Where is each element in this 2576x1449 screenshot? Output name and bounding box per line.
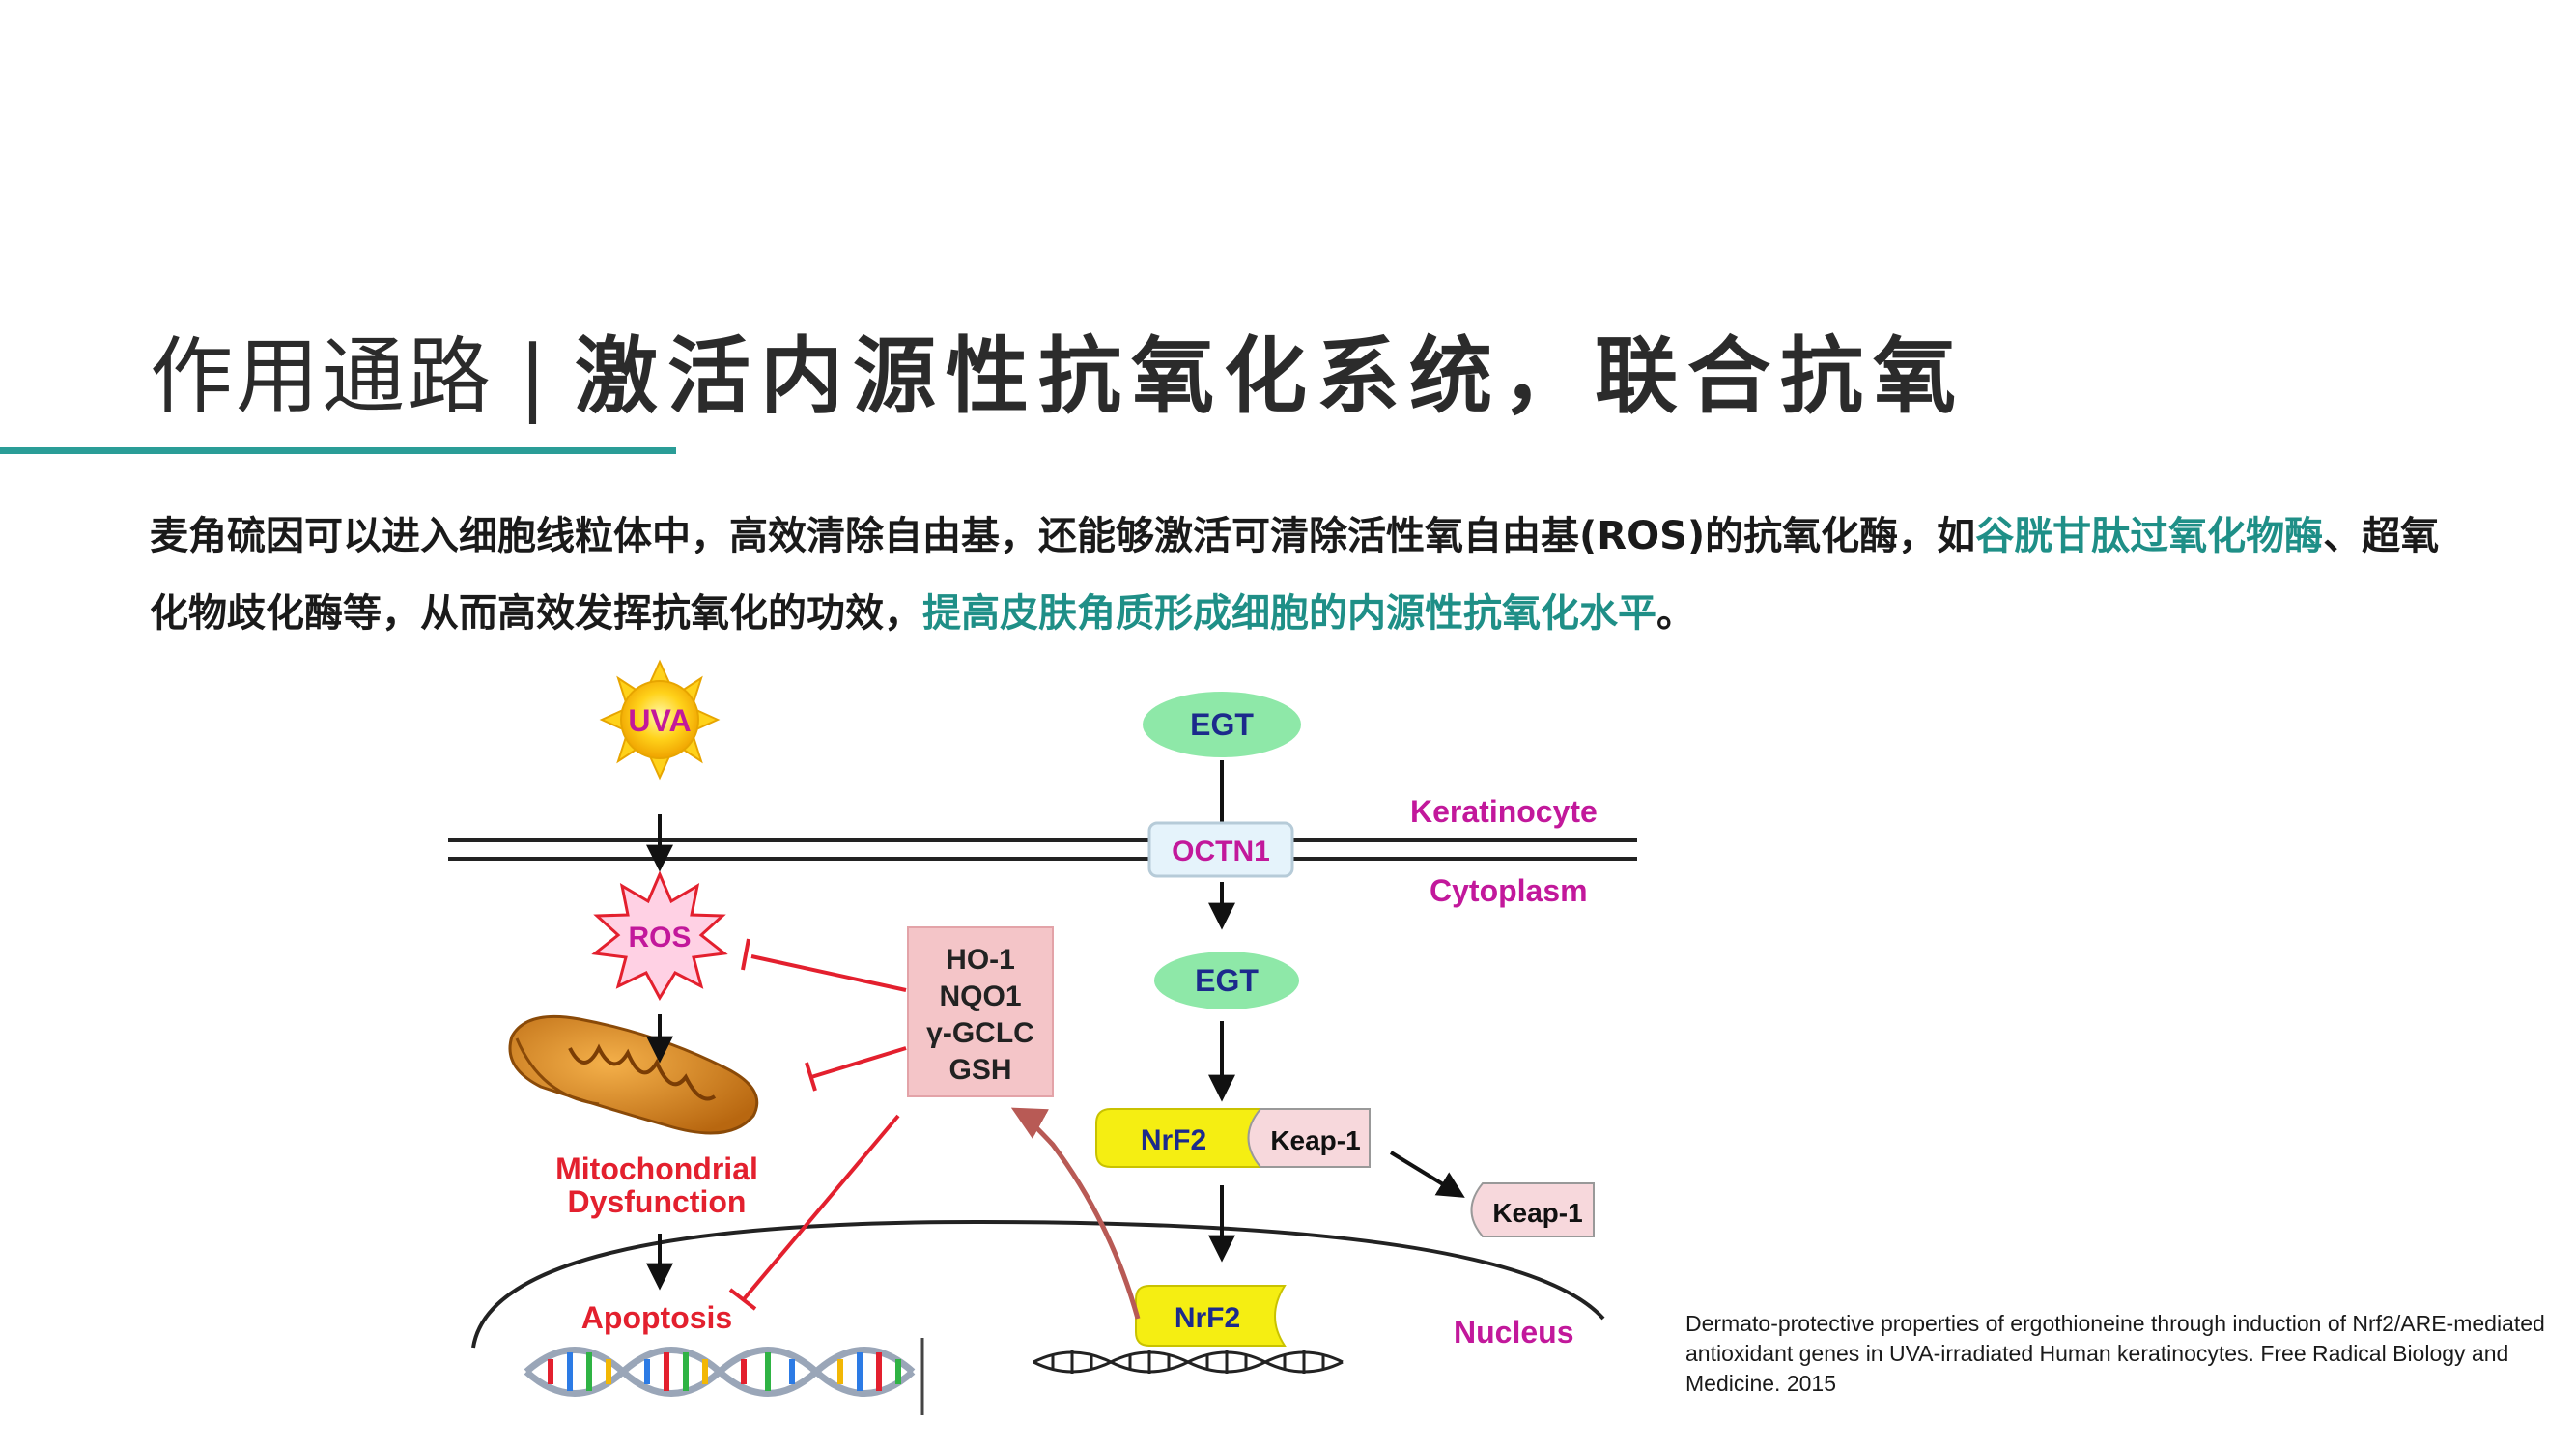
egt-outside	[1143, 692, 1301, 757]
citation: Dermato-protective properties of ergothi…	[1685, 1311, 2545, 1396]
egt-inside	[1154, 952, 1299, 1009]
keap1-free	[1470, 1182, 1595, 1237]
apoptosis-label: Apoptosis	[581, 1300, 732, 1335]
intro-paragraph: 麦角硫因可以进入细胞线粒体中，高效清除自由基，还能够激活可清除活性氧自由基(RO…	[150, 497, 2449, 652]
cytoplasm-label: Cytoplasm	[1430, 873, 1588, 908]
octn1-label: OCTN1	[1172, 836, 1270, 867]
keap1-bound-label: Keap-1	[1270, 1125, 1360, 1155]
flow-arrows	[646, 814, 1465, 1291]
title-headline: 激活内源性抗氧化系统，联合抗氧	[574, 328, 1966, 425]
ros-burst-icon	[591, 870, 728, 1002]
title-underline	[0, 447, 676, 454]
keap1-bound	[1247, 1108, 1371, 1168]
nuclear-envelope	[471, 1219, 1605, 1349]
intro-text-2: 、超氧化物歧化酶等，从而高效发挥抗氧化的功效，	[150, 514, 2440, 636]
intro-text-3: 。	[1656, 591, 1695, 636]
mitochondrion-icon	[508, 1014, 759, 1135]
enzyme-gclc: γ-GCLC	[926, 1017, 1034, 1049]
ros-label: ROS	[628, 922, 691, 953]
keap1-free-label: Keap-1	[1492, 1198, 1582, 1228]
pathway-diagram: UVA ROS Mitochondrial Dysfunction Apopto…	[448, 659, 1637, 1415]
page-title: 作用通路 |激活内源性抗氧化系统，联合抗氧	[150, 319, 1966, 435]
octn1-transporter	[1147, 821, 1294, 878]
nucleus-label: Nucleus	[1454, 1315, 1573, 1350]
enzyme-list: HO-1 NQO1 γ-GCLC GSH	[926, 944, 1034, 1086]
inhibition-arrows	[728, 938, 907, 1311]
keratinocyte-label: Keratinocyte	[1410, 794, 1598, 829]
uva-label: UVA	[628, 703, 691, 738]
enzyme-ho1: HO-1	[946, 944, 1015, 976]
nrf2-complex-label: NrF2	[1141, 1124, 1206, 1156]
enzymes-box	[907, 926, 1054, 1097]
dna-right-icon	[1033, 1350, 1344, 1374]
intro-highlight-1: 谷胱甘肽过氧化物酶	[1975, 514, 2324, 558]
mito-label-1: Mitochondrial	[555, 1151, 758, 1186]
nrf2-nucleus	[1135, 1285, 1287, 1347]
dna-left-icon	[524, 1338, 924, 1415]
cell-membrane	[448, 838, 1637, 861]
enzyme-nqo1: NQO1	[939, 980, 1021, 1012]
mito-label-2: Dysfunction	[568, 1184, 747, 1219]
egt-inside-label: EGT	[1195, 963, 1259, 998]
title-section: 作用通路	[150, 328, 494, 425]
induction-arrow	[1010, 1107, 1141, 1320]
title-separator: |	[519, 328, 550, 425]
egt-outside-label: EGT	[1190, 707, 1254, 742]
intro-highlight-2: 提高皮肤角质形成细胞的内源性抗氧化水平	[922, 591, 1656, 636]
enzyme-gsh: GSH	[948, 1054, 1011, 1086]
nrf2-nucleus-label: NrF2	[1175, 1302, 1240, 1334]
intro-text-1: 麦角硫因可以进入细胞线粒体中，高效清除自由基，还能够激活可清除活性氧自由基(RO…	[150, 514, 1976, 558]
sun-icon	[599, 659, 721, 781]
